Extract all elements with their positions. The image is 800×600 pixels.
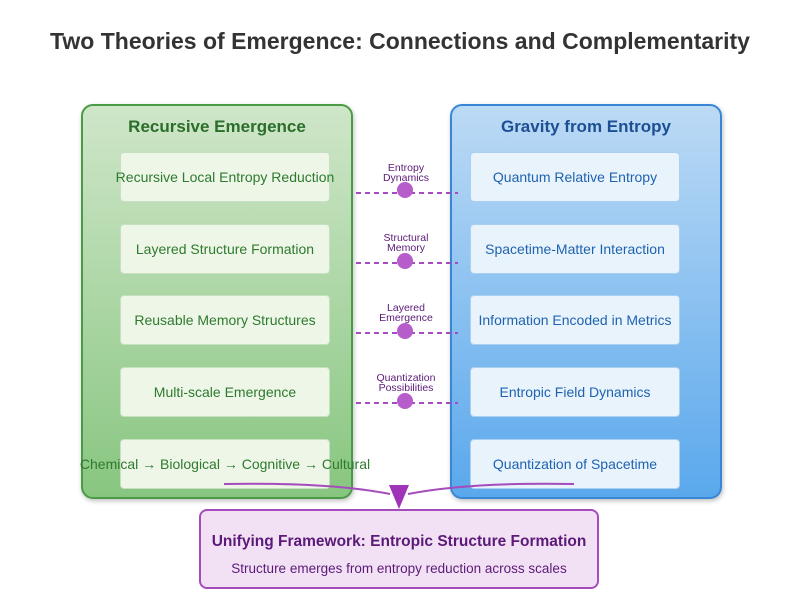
right-item-information-metrics: Information Encoded in Metrics [470,295,680,345]
right-item-quantization: Quantization of Spacetime [470,439,680,489]
right-item-spacetime-matter: Spacetime-Matter Interaction [470,224,680,274]
recursive-emergence-title: Recursive Emergence [128,117,306,136]
connection-label-structural-memory: Structural Memory [383,232,429,254]
unifying-framework-box: Unifying Framework: Entropic Structure F… [199,509,599,589]
right-item-relative-entropy: Quantum Relative Entropy [470,152,680,202]
right-item-entropic-field: Entropic Field Dynamics [470,367,680,417]
right-merge-curve [407,482,575,495]
left-item-local-entropy: Recursive Local Entropy Reduction [116,152,334,202]
merge-arrowhead [389,485,409,509]
unifying-framework-subtitle: Structure emerges from entropy reduction… [231,561,567,576]
left-item-multiscale: Multi-scale Emergence [120,367,330,417]
unifying-framework-title: Unifying Framework: Entropic Structure F… [211,533,587,550]
connector-node-2 [397,253,413,269]
diagram-title: Two Theories of Emergence: Connections a… [50,28,750,54]
left-item-chain: Chemical → Biological → Cognitive → Cult… [80,439,370,489]
left-item-layered-structure: Layered Structure Formation [120,224,330,274]
left-item-memory-structures: Reusable Memory Structures [120,295,330,345]
connection-label-quantization-possibilities: Quantization Possibilities [376,372,436,394]
connector-node-1 [397,182,413,198]
connection-label-entropy-dynamics: Entropy Dynamics [382,162,430,184]
connector-node-4 [397,393,413,409]
left-merge-curve [223,482,391,495]
gravity-from-entropy-title: Gravity from Entropy [500,117,672,136]
connector-node-3 [397,323,413,339]
connection-label-layered-emergence: Layered Emergence [379,302,433,324]
